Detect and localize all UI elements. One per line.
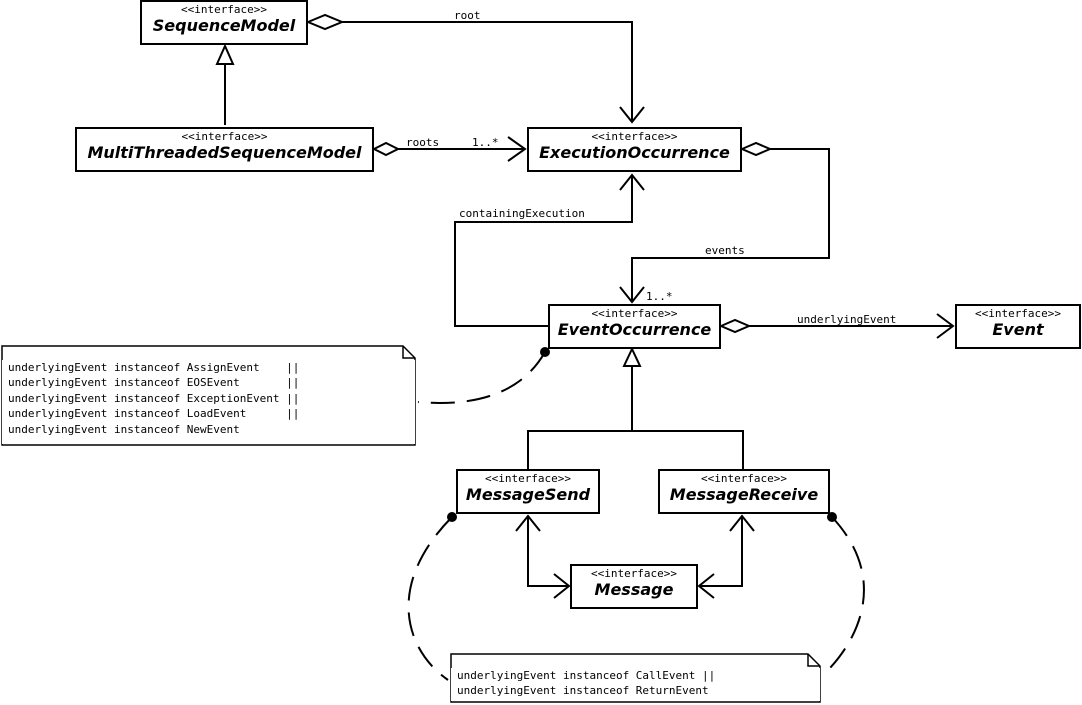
interface-name: ExecutionOccurrence — [539, 143, 730, 162]
interface-name: Message — [594, 580, 674, 599]
receive-up-arrowhead — [729, 514, 755, 532]
receive-message-line — [700, 517, 743, 587]
interface-multi-threaded-sequence-model: <<interface>> MultiThreadedSequenceModel — [75, 127, 374, 172]
note-line: underlyingEvent instanceof LoadEvent || — [8, 407, 300, 421]
note-line: underlyingEvent instanceof ExceptionEven… — [8, 391, 300, 405]
containing-execution-label: containingExecution — [459, 207, 585, 220]
generalization-triangle-sequence-model — [215, 43, 235, 65]
interface-name: MultiThreadedSequenceModel — [87, 143, 362, 162]
interface-sequence-model: <<interface>> SequenceModel — [140, 0, 308, 45]
interface-name: MessageReceive — [669, 485, 819, 504]
events-label: events — [705, 244, 745, 257]
note-line: underlyingEvent instanceof AssignEvent |… — [8, 361, 300, 374]
root-label: root — [454, 9, 481, 22]
interface-event-occurrence: <<interface>> EventOccurrence — [548, 304, 721, 349]
stereotype-label: <<interface>> — [591, 130, 678, 143]
note-event-occurrence-constraint: underlyingEvent instanceof AssignEvent |… — [2, 360, 415, 444]
note-line: underlyingEvent instanceof NewEvent — [8, 422, 240, 436]
send-message-line — [527, 517, 568, 587]
roots-label: roots — [406, 136, 440, 149]
stereotype-label: <<interface>> — [700, 472, 788, 485]
generalization-tree-line — [527, 430, 744, 469]
underlying-event-label: underlyingEvent — [797, 313, 897, 326]
containing-execution-arrowhead — [619, 173, 645, 191]
underlying-event-arrowhead — [936, 313, 955, 339]
stereotype-label: <<interface>> — [181, 130, 268, 143]
events-association-line — [631, 148, 830, 301]
stereotype-label: <<interface>> — [180, 3, 268, 16]
note-line: underlyingEvent instanceof CallEvent || — [457, 669, 716, 682]
root-aggregation-diamond — [305, 13, 345, 31]
events-aggregation-diamond — [739, 141, 773, 157]
note-message-constraint: underlyingEvent instanceof CallEvent || … — [451, 668, 820, 701]
note-anchor-message-receive — [822, 516, 865, 676]
interface-name: Event — [992, 320, 1044, 339]
stereotype-label: <<interface>> — [590, 567, 678, 580]
interface-message: <<interface>> Message — [570, 564, 698, 609]
interface-message-send: <<interface>> MessageSend — [456, 469, 600, 514]
roots-aggregation-diamond — [371, 141, 401, 157]
note-fold-message — [807, 654, 820, 667]
receive-left-arrowhead — [697, 573, 715, 599]
stereotype-label: <<interface>> — [591, 307, 678, 320]
note-anchor-dot-message-receive — [827, 512, 837, 522]
note-anchor-dot-event-occurrence — [540, 347, 550, 357]
roots-multiplicity-label: 1..* — [472, 136, 499, 149]
underlying-event-aggregation-diamond — [718, 318, 752, 334]
interface-execution-occurrence: <<interface>> ExecutionOccurrence — [527, 127, 742, 172]
interface-message-receive: <<interface>> MessageReceive — [658, 469, 830, 514]
note-anchor-message-send — [407, 516, 453, 681]
note-anchor-dot-message-send — [447, 512, 457, 522]
stereotype-label: <<interface>> — [484, 472, 572, 485]
note-line: underlyingEvent instanceof ReturnEvent — [457, 684, 709, 698]
interface-event: <<interface>> Event — [955, 304, 1081, 349]
note-fold-event-occurrence — [402, 346, 415, 359]
root-arrowhead — [619, 106, 645, 124]
interface-name: SequenceModel — [152, 16, 296, 35]
roots-arrowhead — [507, 136, 527, 162]
stereotype-label: <<interface>> — [974, 307, 1062, 320]
containing-execution-line — [454, 175, 633, 327]
send-right-arrowhead — [553, 573, 571, 599]
send-up-arrowhead — [515, 514, 541, 532]
generalization-triangle-event-occurrence — [622, 346, 642, 367]
note-anchor-event-occurrence — [417, 351, 546, 404]
note-line: underlyingEvent instanceof EOSEvent || — [8, 376, 300, 390]
events-multiplicity-label: 1..* — [646, 290, 673, 303]
events-arrowhead — [619, 286, 645, 304]
interface-name: EventOccurrence — [557, 320, 712, 339]
root-association-line — [342, 21, 633, 122]
interface-name: MessageSend — [465, 485, 591, 504]
